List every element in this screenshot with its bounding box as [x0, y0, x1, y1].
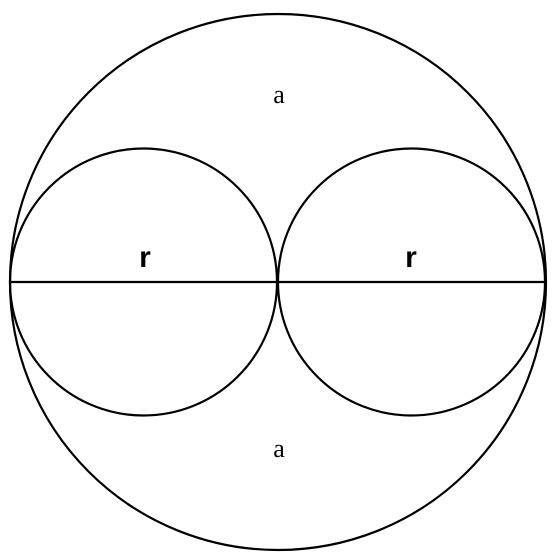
right-radius-label: r	[405, 241, 417, 274]
top-region-label: a	[273, 80, 285, 109]
left-radius-label: r	[139, 241, 151, 274]
bottom-region-label: a	[273, 434, 285, 463]
